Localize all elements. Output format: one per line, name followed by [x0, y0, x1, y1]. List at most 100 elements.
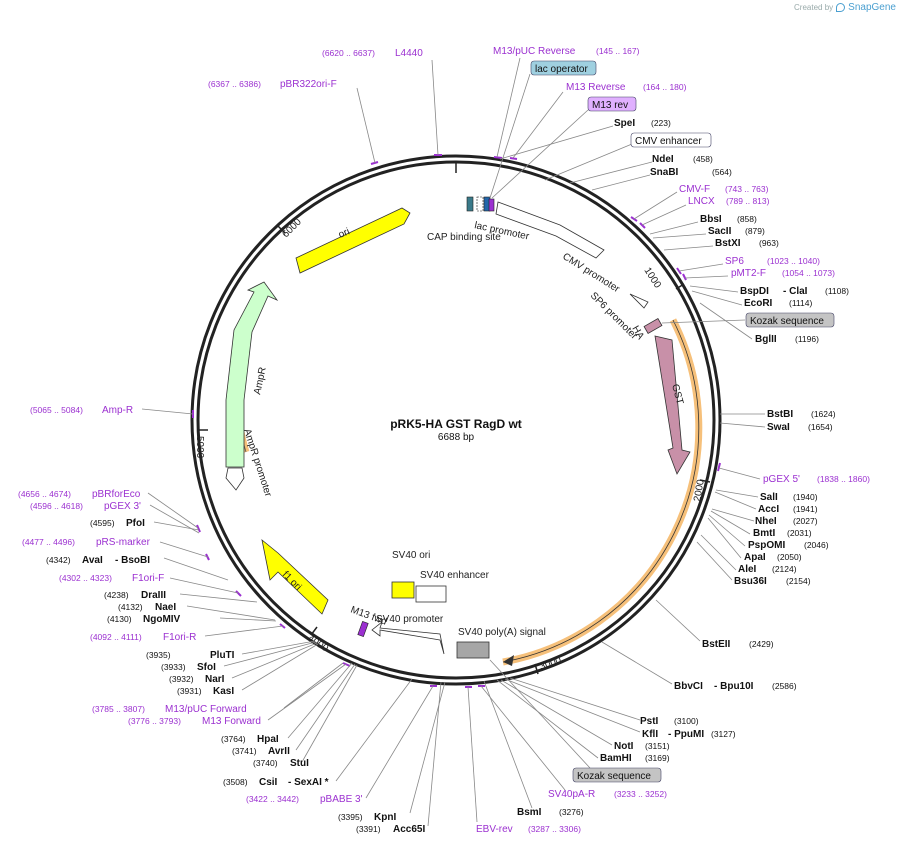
hpai-name[interactable]: HpaI	[257, 734, 279, 745]
noti-name[interactable]: NotI	[614, 741, 634, 752]
sacii-name[interactable]: SacII	[708, 226, 732, 237]
ha-feature[interactable]	[643, 317, 663, 335]
naei-name[interactable]: NaeI	[155, 602, 176, 613]
kozak2-box[interactable]	[572, 767, 662, 783]
backbone-outer	[190, 154, 722, 686]
swai-name[interactable]: SwaI	[767, 422, 790, 433]
ori-feature[interactable]	[295, 207, 411, 274]
sp6-promoter-feature[interactable]	[629, 293, 649, 309]
prs-name[interactable]: pRS-marker	[96, 537, 151, 548]
stui-name[interactable]: StuI	[290, 758, 309, 769]
bbvci-name[interactable]: BbvCI	[674, 681, 703, 692]
nhei-name[interactable]: NheI	[755, 516, 777, 527]
pfoi-name[interactable]: PfoI	[126, 518, 145, 529]
bspdi-sep[interactable]: - ClaI	[783, 286, 808, 297]
sv40-polya-feature[interactable]	[456, 641, 490, 659]
pbabe3-name[interactable]: pBABE 3'	[320, 794, 363, 805]
csii-sep[interactable]: - SexAI *	[288, 777, 329, 788]
pluti-name[interactable]: PluTI	[210, 650, 235, 661]
avai-name[interactable]: AvaI	[82, 555, 103, 566]
pluti-leader	[241, 640, 316, 655]
sali-name[interactable]: SalI	[760, 492, 778, 503]
kfli-sep[interactable]: - PpuMI	[668, 729, 704, 740]
alei-name[interactable]: AleI	[738, 564, 757, 575]
ampr-promoter-feature[interactable]	[225, 467, 245, 491]
bamhi-name[interactable]: BamHI	[600, 753, 632, 764]
acci-name[interactable]: AccI	[758, 504, 779, 515]
lncx-name[interactable]: LNCX	[688, 196, 715, 207]
lac-operator-box[interactable]	[530, 60, 597, 76]
stui-leader	[301, 664, 358, 763]
tick-1000	[675, 283, 685, 290]
cmvf-name[interactable]: CMV-F	[679, 184, 710, 195]
kfli-leader	[504, 678, 641, 733]
kasi-name[interactable]: KasI	[213, 686, 234, 697]
sv40-ori-feature[interactable]	[391, 581, 415, 599]
ampr-primer-name[interactable]: Amp-R	[102, 405, 133, 416]
bglii-name[interactable]: BglII	[755, 334, 777, 345]
bstbi-name[interactable]: BstBI	[767, 409, 793, 420]
m13-rev-box[interactable]	[587, 96, 637, 112]
bbsi-name[interactable]: BbsI	[700, 214, 722, 225]
kpni-name[interactable]: KpnI	[374, 812, 396, 823]
ndei-name[interactable]: NdeI	[652, 154, 674, 165]
f1orif-range: (4302 .. 4323)	[59, 573, 112, 583]
m13-reverse-name[interactable]: M13 Reverse	[566, 82, 626, 93]
sp6-name[interactable]: SP6	[725, 256, 744, 267]
sv40par-name[interactable]: SV40pA-R	[548, 789, 595, 800]
bspdi-name[interactable]: BspDI	[740, 286, 769, 297]
pmt2f-name[interactable]: pMT2-F	[731, 268, 766, 279]
kozak1-box[interactable]	[745, 312, 835, 328]
sv40-enhancer-feature[interactable]	[415, 585, 447, 603]
m13-rev-leader	[491, 109, 589, 199]
nari-name[interactable]: NarI	[205, 674, 225, 685]
cmv-promoter-feature[interactable]	[495, 201, 605, 259]
m13forward-name[interactable]: M13 Forward	[202, 716, 261, 727]
ampr-feature[interactable]	[225, 281, 279, 468]
lac-promoter-feature[interactable]	[476, 196, 484, 212]
lncx-mark	[639, 222, 646, 229]
bsteii-name[interactable]: BstEII	[702, 639, 731, 650]
pmt2f-leader	[684, 275, 729, 279]
pbr322-name[interactable]: pBR322ori-F	[280, 79, 337, 90]
apai-name[interactable]: ApaI	[744, 552, 766, 563]
sfoi-name[interactable]: SfoI	[197, 662, 216, 673]
bsu36i-name[interactable]: Bsu36I	[734, 576, 767, 587]
ngomiv-name[interactable]: NgoMIV	[143, 614, 181, 625]
f1orif-name[interactable]: F1ori-F	[132, 573, 164, 584]
ebvrev-name[interactable]: EBV-rev	[476, 824, 513, 835]
bspdi-leader	[689, 285, 739, 293]
spei-name[interactable]: SpeI	[614, 118, 635, 129]
bsmi-name[interactable]: BsmI	[517, 807, 542, 818]
l4440-name[interactable]: L4440	[395, 48, 423, 59]
ecori-name[interactable]: EcoRI	[744, 298, 773, 309]
cmv-enh-box[interactable]	[630, 132, 712, 148]
bstxi-name[interactable]: BstXI	[715, 238, 741, 249]
draiii-name[interactable]: DraIII	[141, 590, 166, 601]
kfli-name[interactable]: KflI	[642, 729, 658, 740]
m13rev-feature[interactable]	[488, 198, 495, 212]
bmti-name[interactable]: BmtI	[753, 528, 775, 539]
pgex3-name[interactable]: pGEX 3'	[104, 501, 141, 512]
f1orir-name[interactable]: F1ori-R	[163, 632, 196, 643]
gst-feature[interactable]	[654, 335, 691, 475]
m13puc-rev-name[interactable]: M13/pUC Reverse	[493, 46, 576, 57]
avrii-name[interactable]: AvrII	[268, 746, 290, 757]
pspomi-name[interactable]: PspOMI	[748, 540, 785, 551]
m13puc-fwd-name[interactable]: M13/pUC Forward	[165, 704, 247, 715]
m13fwd-feature[interactable]	[357, 621, 369, 637]
f1ori-feature[interactable]	[261, 538, 329, 615]
psti-name[interactable]: PstI	[640, 716, 659, 727]
pbabe3-range: (3422 .. 3442)	[246, 794, 299, 804]
acc65i-name[interactable]: Acc65I	[393, 824, 425, 835]
bbvci-sep[interactable]: - Bpu10I	[714, 681, 754, 692]
cap-site-feature[interactable]	[466, 196, 474, 212]
avai-sep[interactable]: - BsoBI	[115, 555, 150, 566]
pspomi-pos: (2046)	[804, 540, 829, 550]
pbrforeco-name[interactable]: pBRforEco	[92, 489, 141, 500]
m13puc-rev-range: (145 .. 167)	[596, 46, 640, 56]
snabi-name[interactable]: SnaBI	[650, 167, 679, 178]
sv40-promoter-feature[interactable]	[371, 620, 445, 655]
csii-name[interactable]: CsiI	[259, 777, 278, 788]
pgex5-name[interactable]: pGEX 5'	[763, 474, 800, 485]
